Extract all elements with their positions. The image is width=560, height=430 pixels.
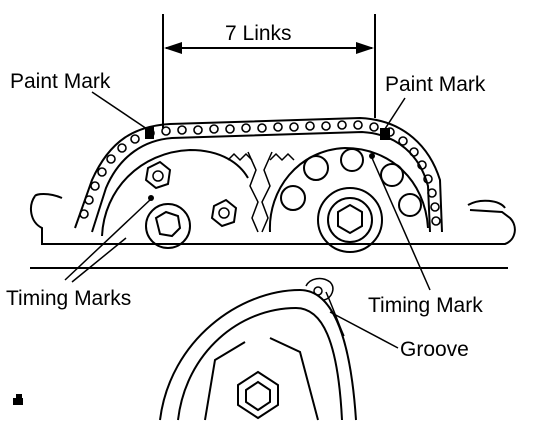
right-camshaft-sprocket bbox=[268, 146, 429, 253]
timing-mark-callout: Timing Mark bbox=[368, 157, 483, 317]
timing-chain bbox=[74, 116, 443, 233]
timing-marks-label: Timing Marks bbox=[6, 287, 131, 310]
groove-callout: Groove bbox=[329, 311, 469, 361]
paint-mark-right-callout: Paint Mark bbox=[382, 73, 486, 133]
cylinder-head-outline bbox=[29, 193, 516, 269]
groove-label: Groove bbox=[400, 338, 469, 361]
seven-links-label: 7 Links bbox=[225, 22, 292, 45]
chain-links bbox=[79, 120, 441, 226]
paint-mark-left-link bbox=[145, 127, 154, 139]
timing-marks-callout: Timing Marks bbox=[6, 198, 152, 310]
paint-mark-right-link bbox=[380, 128, 390, 140]
timing-mark-label: Timing Mark bbox=[368, 294, 483, 317]
crankshaft-pulley bbox=[159, 277, 357, 421]
figure-code-mark bbox=[13, 394, 23, 405]
paint-mark-left-callout: Paint Mark bbox=[10, 70, 151, 132]
seven-links-dimension: 7 Links bbox=[162, 14, 376, 128]
left-camshaft-sprocket bbox=[101, 148, 253, 249]
paint-mark-left-label: Paint Mark bbox=[10, 70, 111, 93]
paint-mark-right-label: Paint Mark bbox=[385, 73, 486, 96]
